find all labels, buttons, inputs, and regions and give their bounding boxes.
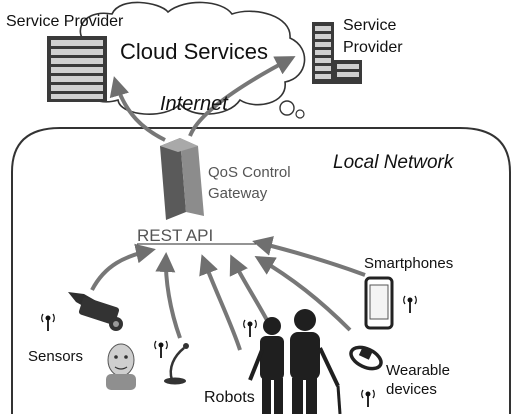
arrow-wearable-to-api bbox=[254, 255, 352, 332]
server-icon bbox=[312, 22, 362, 84]
internet-label: Internet bbox=[160, 93, 229, 115]
sensors-label: Sensors bbox=[28, 348, 83, 365]
cloud-bubble bbox=[279, 100, 295, 116]
wearable-band-icon bbox=[349, 345, 383, 371]
cloud-services-title: Cloud Services bbox=[120, 39, 268, 64]
wireless-signal-icon bbox=[243, 319, 257, 337]
local-network-title: Local Network bbox=[333, 152, 455, 173]
service-provider-left-label: Service Provider bbox=[6, 13, 124, 30]
camera-sensor-icon bbox=[68, 292, 123, 331]
gateway-label-line1: QoS Control bbox=[208, 164, 291, 181]
local-network-boundary bbox=[11, 127, 511, 414]
microphone-icon bbox=[164, 343, 189, 385]
arrow-robots-to-api bbox=[199, 254, 242, 351]
people-icon bbox=[248, 309, 342, 414]
wireless-signal-icon bbox=[154, 340, 168, 358]
server-icon bbox=[47, 36, 107, 102]
wearable-label-line2: devices bbox=[386, 381, 437, 398]
person-face-icon bbox=[106, 343, 136, 390]
wearable-label-line1: Wearable bbox=[386, 362, 450, 379]
gateway-icon bbox=[160, 138, 204, 220]
service-provider-right-label-line2: Provider bbox=[343, 39, 403, 56]
wireless-signal-icon bbox=[403, 295, 417, 313]
wireless-signal-icon bbox=[41, 313, 55, 331]
arrow-sensors-to-api bbox=[90, 243, 156, 291]
smartphone-icon bbox=[364, 276, 394, 330]
arrow-mic-to-api bbox=[155, 252, 182, 339]
cloud-bubble bbox=[295, 109, 305, 119]
smartphones-label: Smartphones bbox=[364, 255, 453, 272]
arrow-people-to-api bbox=[229, 254, 270, 323]
arrow-smartphones-to-api bbox=[252, 236, 366, 277]
arrow-gateway-to-cloud bbox=[188, 56, 296, 137]
robots-label: Robots bbox=[204, 389, 255, 406]
rest-api-label: REST API bbox=[137, 226, 213, 245]
service-provider-right-label-line1: Service bbox=[343, 17, 396, 34]
wireless-signal-icon bbox=[361, 389, 375, 407]
arrow-gateway-to-cloud bbox=[109, 76, 166, 142]
gateway-label-line2: Gateway bbox=[208, 185, 268, 202]
